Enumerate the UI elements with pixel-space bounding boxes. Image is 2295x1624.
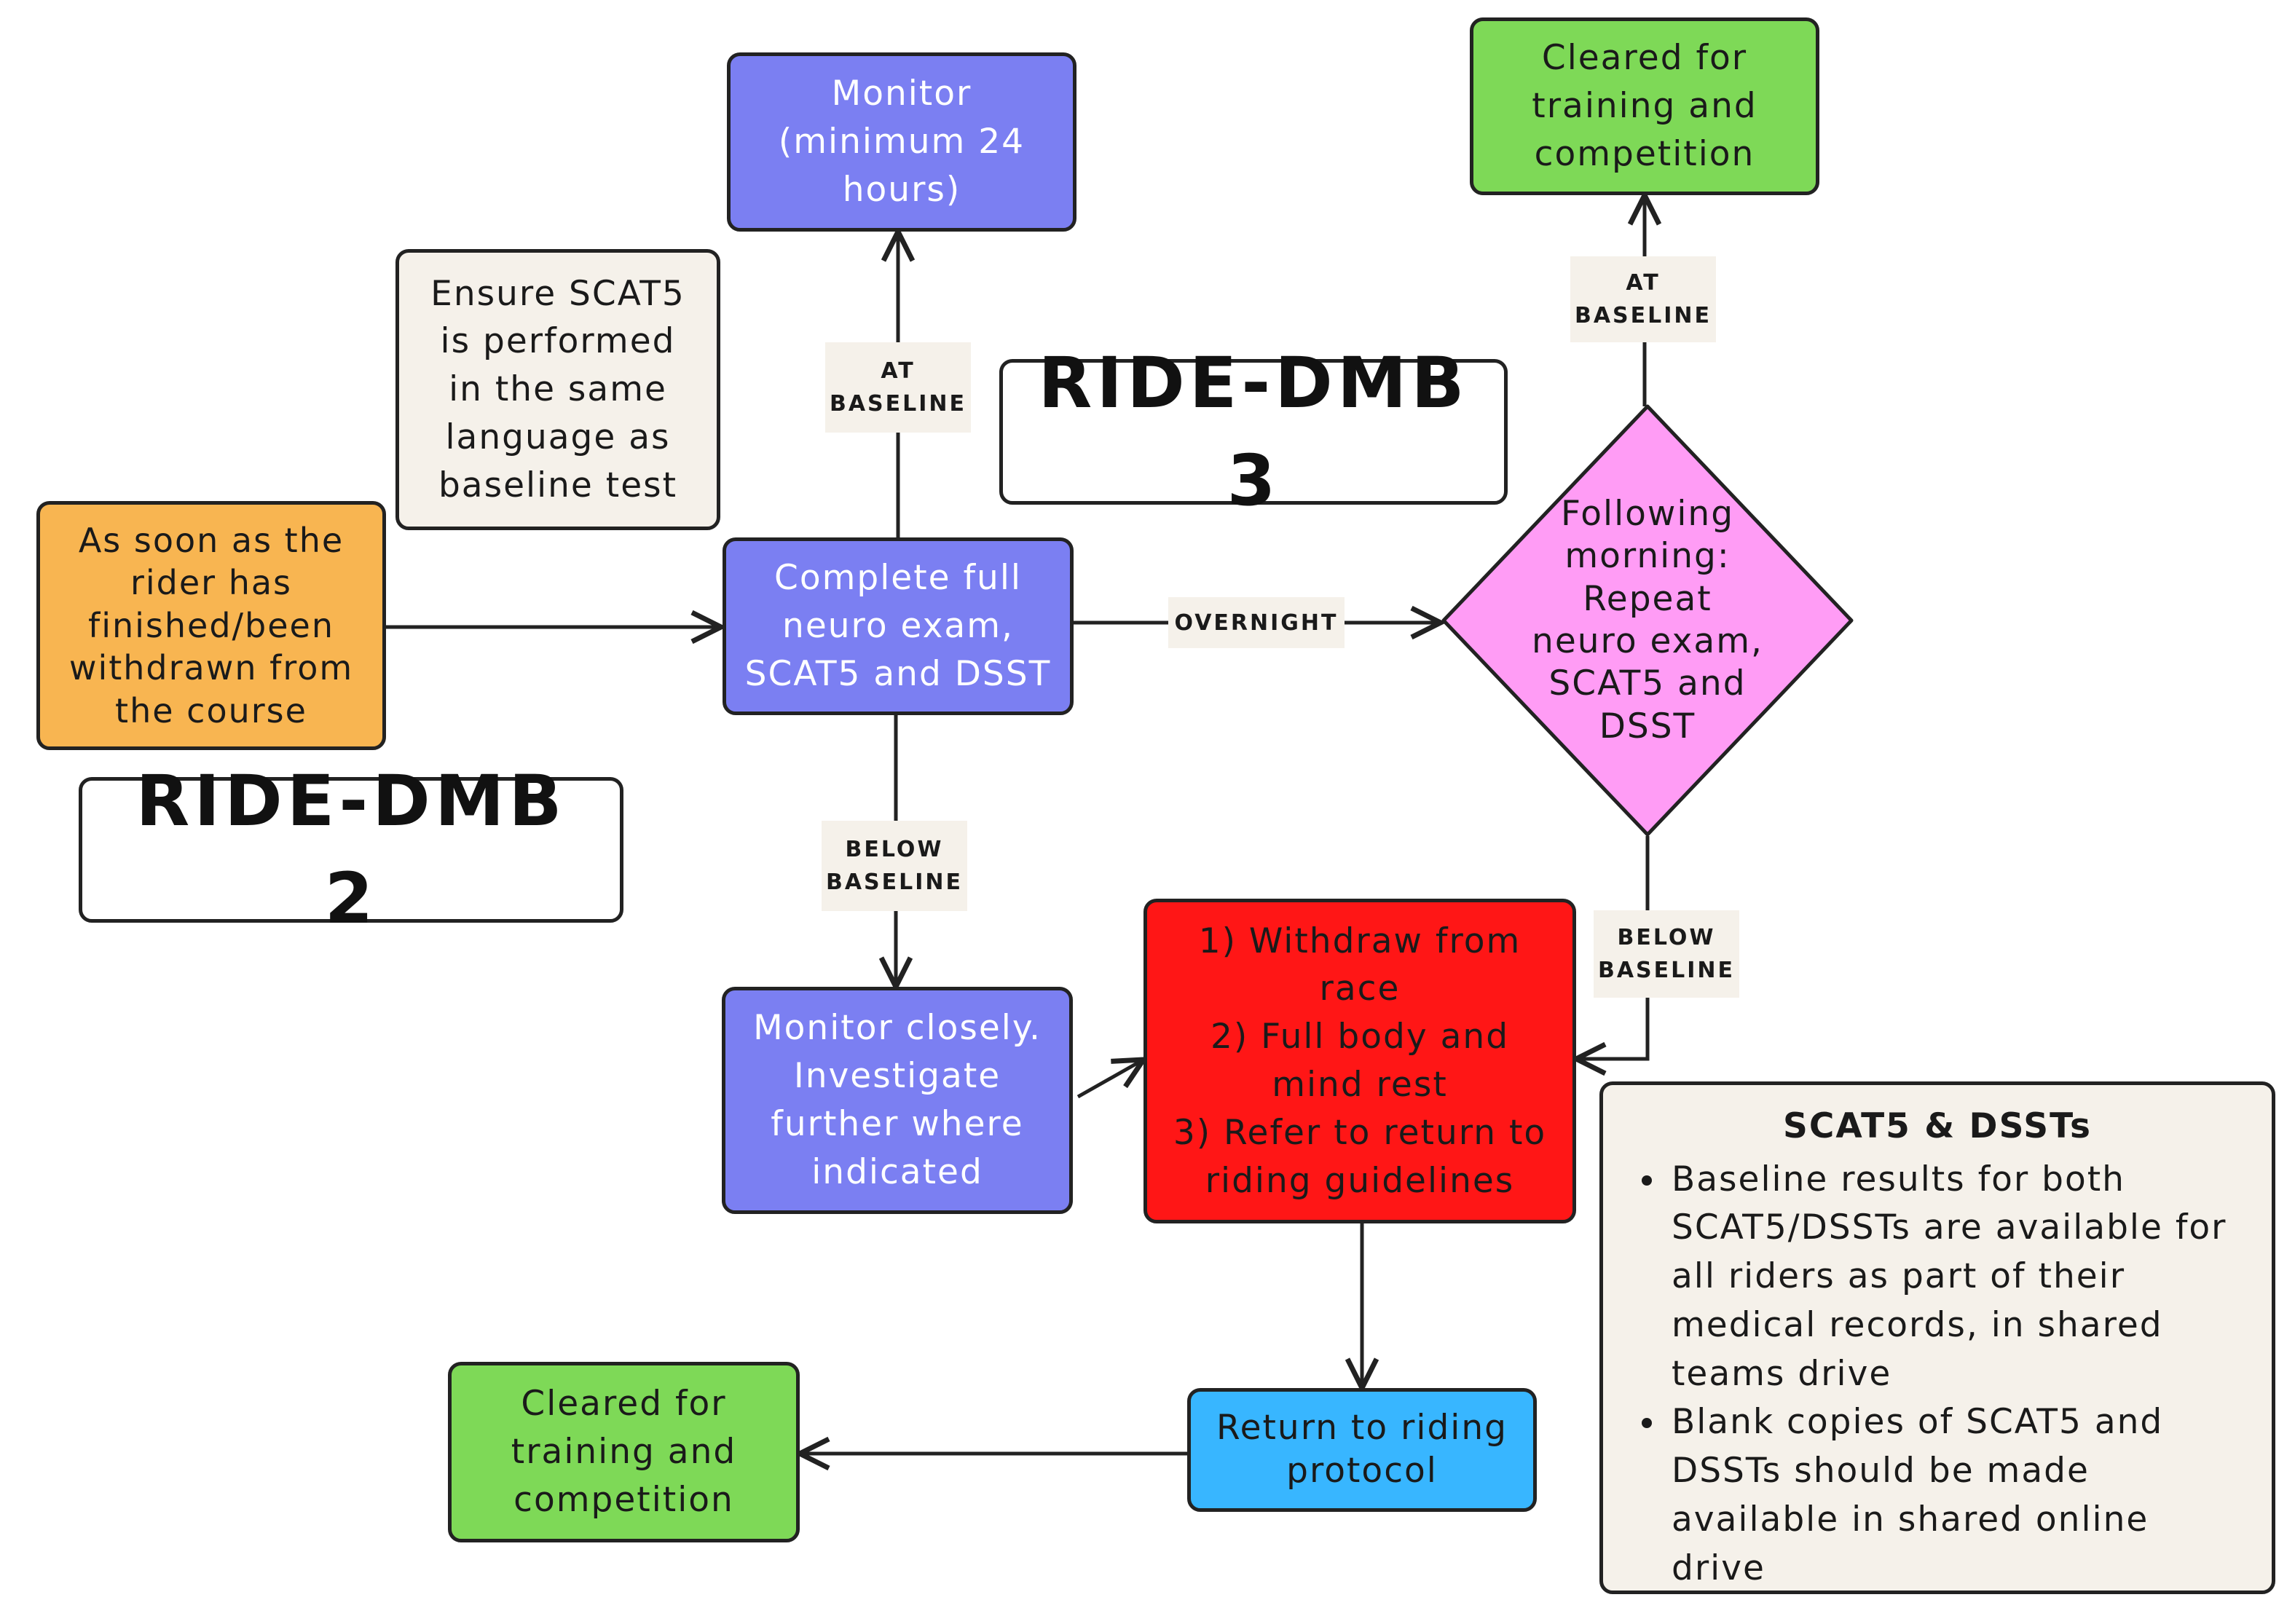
info-panel-bullets: Baseline results for both SCAT5/DSSTs ar… <box>1625 1156 2250 1593</box>
title-ride-dmb-2: RIDE-DMB 2 <box>79 760 623 939</box>
following-morning-text: Following morning: Repeat neuro exam, SC… <box>1532 494 1763 746</box>
edge-label-at-baseline-right: AT BASELINE <box>1570 256 1716 342</box>
info-bullet-2: Blank copies of SCAT5 and DSSTs should b… <box>1667 1398 2250 1593</box>
complete-exam-text: Complete full neuro exam, SCAT5 and DSST <box>744 558 1052 694</box>
monitor-closely-node: Monitor closely. Investigate further whe… <box>722 987 1073 1214</box>
language-note: Ensure SCAT5 is performed in the same la… <box>395 249 720 530</box>
cleared-bottom-node: Cleared for training and competition <box>448 1362 800 1542</box>
monitor-24-text: Monitor (minimum 24 hours) <box>778 74 1026 210</box>
withdraw-text: 1) Withdraw from race 2) Full body and m… <box>1173 921 1547 1201</box>
cleared-top-text: Cleared for training and competition <box>1532 38 1757 174</box>
info-panel-title: SCAT5 & DSSTs <box>1783 1106 2092 1146</box>
edge-label-below-baseline-right: BELOW BASELINE <box>1594 910 1739 998</box>
edge-label-below-baseline-left: BELOW BASELINE <box>822 821 967 911</box>
title-ride-dmb-3-text: RIDE-DMB 3 <box>1038 342 1469 521</box>
cleared-top-node: Cleared for training and competition <box>1470 17 1819 195</box>
decision-diamond-shape <box>1441 404 1854 837</box>
title-ride-dmb-3: RIDE-DMB 3 <box>999 342 1508 521</box>
monitor-closely-text: Monitor closely. Investigate further whe… <box>753 1008 1042 1192</box>
edge-label-overnight: OVERNIGHT <box>1168 597 1345 648</box>
return-protocol-node: Return to riding protocol <box>1187 1388 1537 1512</box>
start-node: As soon as the rider has finished/been w… <box>36 501 386 750</box>
title-ride-dmb-2-text: RIDE-DMB 2 <box>135 760 567 939</box>
complete-exam-node: Complete full neuro exam, SCAT5 and DSST <box>723 537 1074 715</box>
language-note-text: Ensure SCAT5 is performed in the same la… <box>430 273 685 505</box>
withdraw-node: 1) Withdraw from race 2) Full body and m… <box>1143 899 1576 1223</box>
info-bullet-1: Baseline results for both SCAT5/DSSTs ar… <box>1667 1156 2250 1399</box>
cleared-bottom-text: Cleared for training and competition <box>511 1384 737 1520</box>
following-morning-decision: Following morning: Repeat neuro exam, SC… <box>1516 489 1779 752</box>
edge-label-at-baseline-left: AT BASELINE <box>825 342 971 433</box>
arrow-monitor-closely-to-withdraw <box>1076 1060 1143 1099</box>
start-node-text: As soon as the rider has finished/been w… <box>68 520 354 730</box>
return-protocol-text: Return to riding protocol <box>1216 1408 1508 1491</box>
monitor-24-node: Monitor (minimum 24 hours) <box>727 52 1076 232</box>
scat5-dssts-info-panel: SCAT5 & DSSTs Baseline results for both … <box>1599 1081 2275 1594</box>
